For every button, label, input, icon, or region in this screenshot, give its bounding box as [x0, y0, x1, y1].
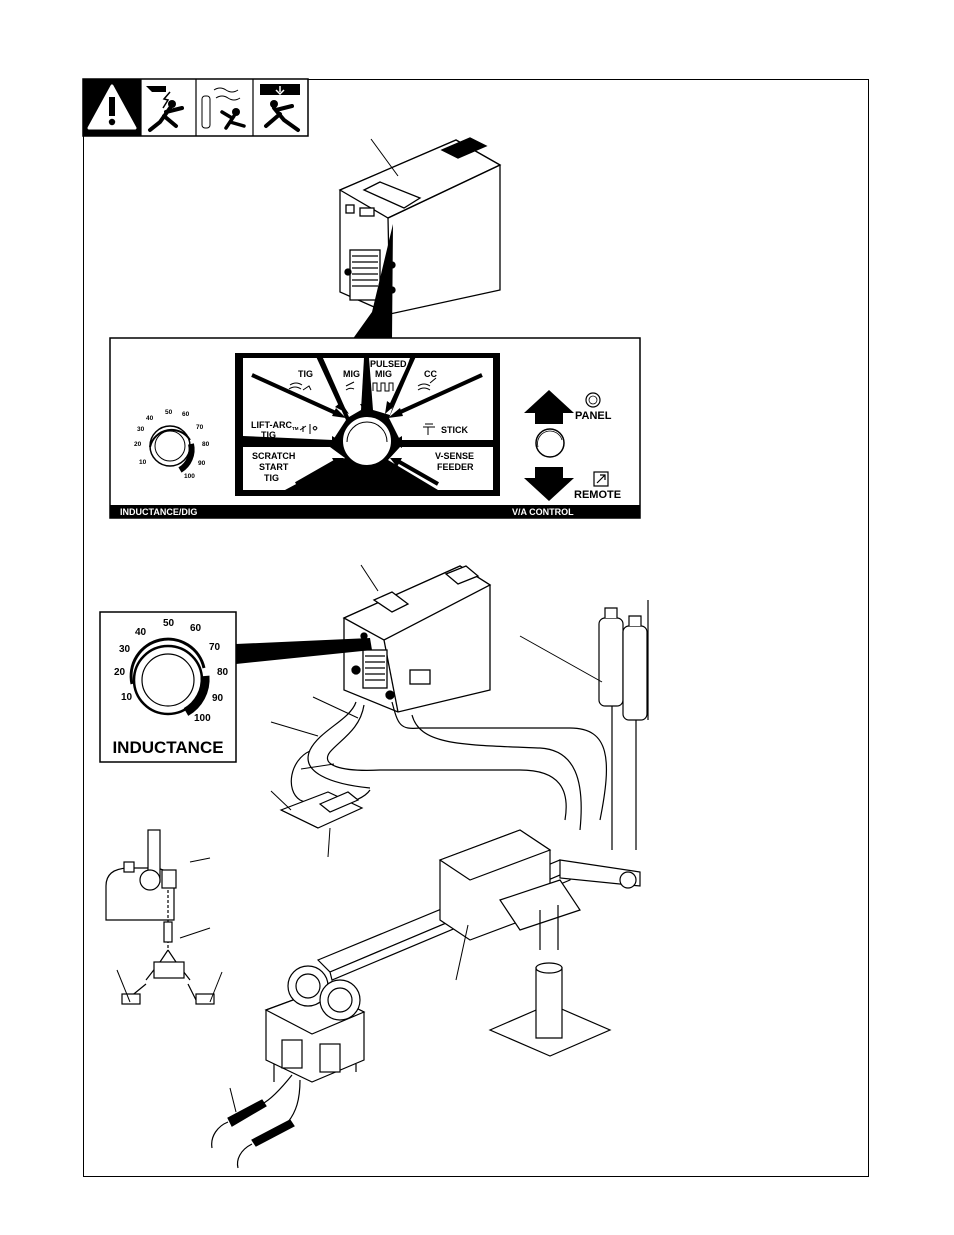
small-dial-30: 30 [137, 426, 145, 433]
va-control-label: V/A CONTROL [512, 507, 574, 517]
workpiece [281, 792, 362, 828]
small-dial-90: 90 [198, 460, 206, 467]
ind-dial-50: 50 [163, 618, 175, 629]
mode-scratch-1: SCRATCH [252, 451, 295, 461]
leader-line [210, 972, 222, 1002]
leader-line [180, 928, 210, 938]
ind-dial-90: 90 [212, 693, 224, 704]
inductance-title: INDUCTANCE [100, 738, 236, 758]
ind-dial-40: 40 [135, 627, 147, 638]
mode-vsense-2: FEEDER [437, 462, 474, 472]
mode-cc: CC [424, 369, 437, 379]
small-dial-60: 60 [182, 411, 190, 418]
leader-line [328, 828, 330, 857]
mode-lift-arc-tm: TM [292, 426, 299, 431]
small-dial-70: 70 [196, 424, 204, 431]
panel-label: PANEL [575, 410, 612, 422]
mode-vsense-1: V-SENSE [435, 451, 474, 461]
wire-feeder [266, 966, 364, 1082]
ind-dial-100: 100 [194, 713, 211, 724]
control-panel: INDUCTANCE/DIG V/A CONTROL 10 20 30 40 5… [110, 338, 640, 518]
ind-dial-70: 70 [209, 642, 221, 653]
mode-lift-arc-2: TIG [261, 430, 276, 440]
welding-guns [212, 1075, 300, 1168]
inductance-dig-label: INDUCTANCE/DIG [120, 507, 197, 517]
remote-label: REMOTE [574, 489, 621, 501]
small-dial-100: 100 [184, 473, 195, 480]
boom-assembly [318, 830, 640, 1056]
ind-dial-80: 80 [217, 667, 229, 678]
small-dial-50: 50 [165, 409, 173, 416]
mode-pulsed-mig-1: PULSED [370, 359, 407, 369]
mode-tig: TIG [298, 369, 313, 379]
small-dial-40: 40 [146, 415, 154, 422]
mode-pulsed-mig-2: MIG [375, 369, 392, 379]
va-control-knob[interactable] [536, 429, 564, 457]
small-dial-20: 20 [134, 441, 142, 448]
leader-line [271, 722, 318, 736]
mode-scratch-2: START [259, 462, 289, 472]
leader-line [301, 764, 334, 769]
ind-dial-30: 30 [119, 644, 131, 655]
mode-lift-arc-1: LIFT-ARC [251, 420, 292, 430]
leader-line [190, 858, 210, 862]
ind-dial-10: 10 [121, 692, 133, 703]
mode-mig: MIG [343, 369, 360, 379]
leader-line [230, 1088, 236, 1112]
small-dial-80: 80 [202, 441, 210, 448]
ind-dial-20: 20 [114, 667, 126, 678]
small-dial-10: 10 [139, 459, 147, 466]
leader-line [313, 697, 358, 718]
leader-line [271, 791, 291, 810]
ind-dial-60: 60 [190, 623, 202, 634]
leader-line [520, 636, 602, 682]
power-source-top [340, 138, 500, 314]
mode-stick: STICK [441, 425, 469, 435]
leader-line [361, 565, 378, 591]
mode-scratch-3: TIG [264, 473, 279, 483]
regulator-assembly [106, 830, 214, 1004]
gas-cylinders [599, 600, 648, 850]
safety-symbols [83, 79, 308, 136]
